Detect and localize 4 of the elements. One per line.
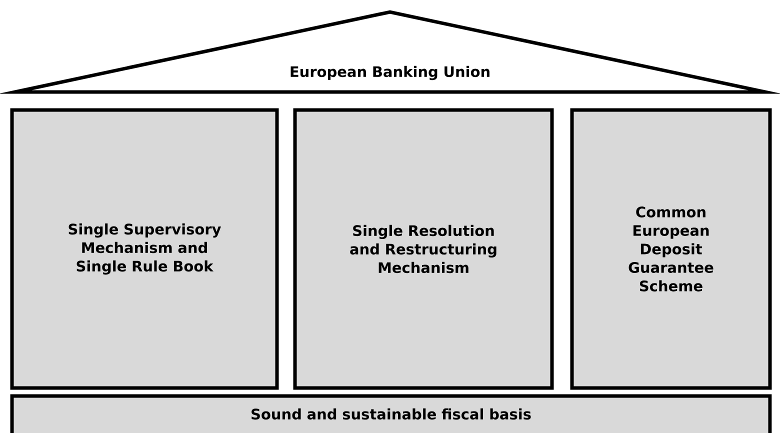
pillar-box: Single Supervisory Mechanism and Single Rule Book (10, 108, 279, 390)
pillar-box: Common European Deposit Guarantee Scheme (570, 108, 772, 390)
foundation-bar: Sound and sustainable fiscal basis (10, 394, 772, 433)
pillar-box: Single Resolution and Restructuring Mechanism (293, 108, 554, 390)
